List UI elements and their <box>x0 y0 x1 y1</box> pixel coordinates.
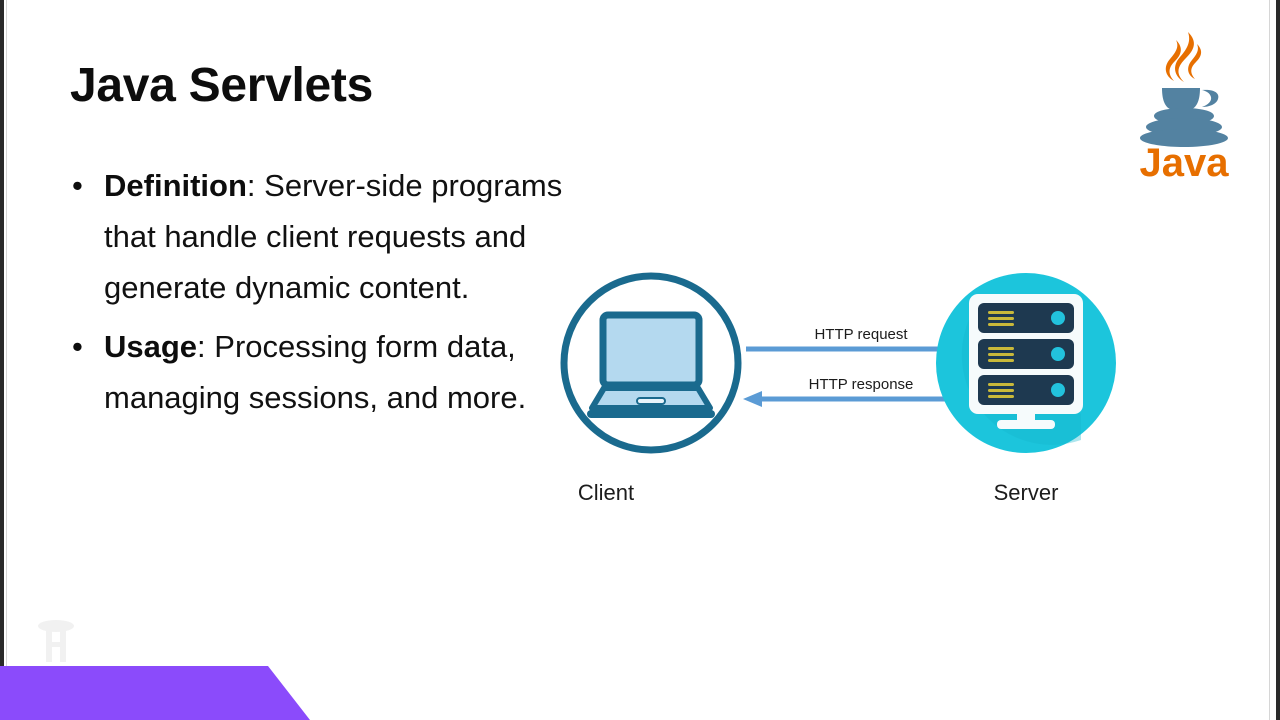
bullet-rest: : Processing form data, managing session… <box>104 329 527 415</box>
right-edge-rail-soft <box>1269 0 1270 720</box>
bullet-text: Usage: Processing form data, managing se… <box>104 321 586 423</box>
bullet-marker-icon: • <box>72 168 83 203</box>
client-label: Client <box>577 480 635 505</box>
purple-parallelogram-shape <box>0 666 310 720</box>
client-server-diagram: Client HTTP request HTTP response <box>556 268 1196 528</box>
arrow-left-icon <box>743 391 961 407</box>
bullet-list: • Definition: Server-side programs that … <box>66 160 586 431</box>
java-wordmark: Java <box>1140 141 1230 180</box>
bullet-lead: Usage <box>104 329 198 364</box>
list-item: • Usage: Processing form data, managing … <box>66 321 586 423</box>
left-edge-rail-soft <box>6 0 7 720</box>
laptop-icon <box>560 272 742 454</box>
http-request-label: HTTP request <box>814 326 908 343</box>
java-coffee-cup-icon: Java <box>1140 32 1230 180</box>
bullet-marker-icon: • <box>72 329 83 364</box>
list-item: • Definition: Server-side programs that … <box>66 160 586 313</box>
http-response-label: HTTP response <box>808 376 914 393</box>
right-edge-rail <box>1276 0 1280 720</box>
page-title: Java Servlets <box>70 59 374 112</box>
server-rack-icon <box>936 273 1116 453</box>
bullet-rest: : Server-side programs that handle clien… <box>104 168 563 305</box>
left-edge-rail <box>0 0 4 720</box>
bullet-text: Definition: Server-side programs that ha… <box>104 160 586 313</box>
server-label: Server <box>993 480 1059 505</box>
faint-h-watermark-icon <box>38 620 74 662</box>
bullet-lead: Definition <box>104 168 247 203</box>
